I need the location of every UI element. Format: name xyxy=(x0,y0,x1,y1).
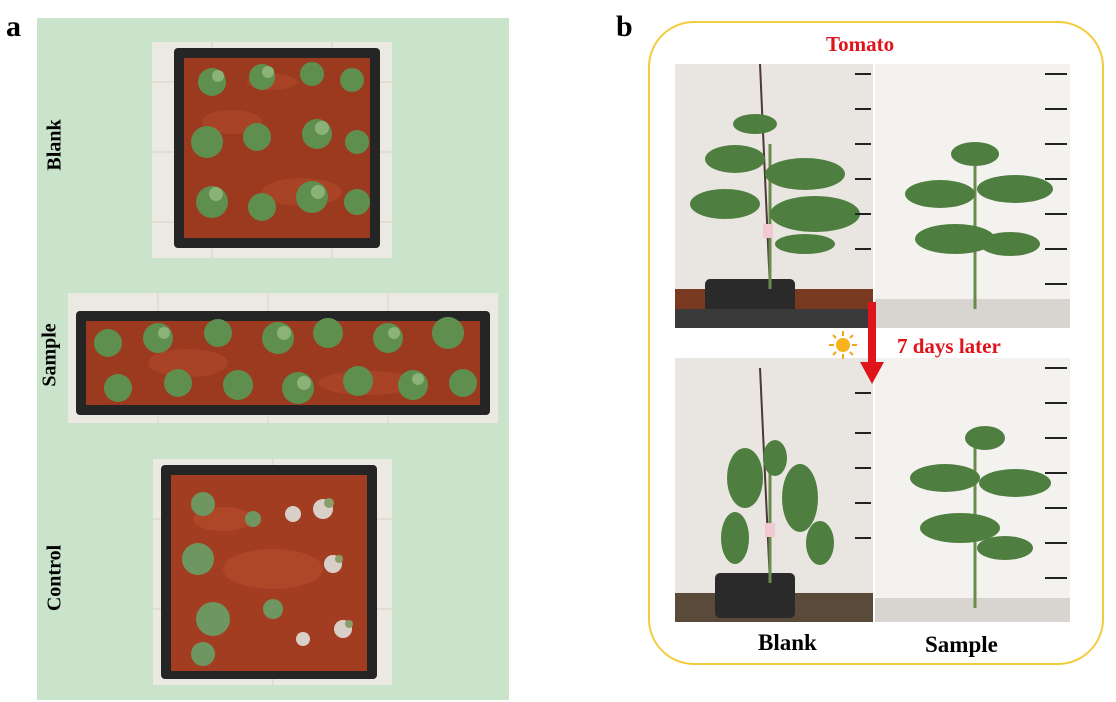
photo-sample-before xyxy=(875,64,1070,328)
sun-icon xyxy=(829,331,857,359)
time-note: 7 days later xyxy=(897,334,1001,358)
panel-b-title: Tomato xyxy=(826,32,895,56)
label-blank: Blank xyxy=(43,119,66,171)
photo-control-tray xyxy=(153,459,392,685)
panel-letter-b: b xyxy=(616,10,633,43)
label-sample-b: Sample xyxy=(925,632,998,657)
photo-blank-before xyxy=(675,64,873,328)
photo-blank-tray xyxy=(152,42,392,258)
label-blank-b: Blank xyxy=(758,630,817,655)
photo-sample-tray xyxy=(68,293,498,423)
panel-letter-a: a xyxy=(6,10,21,43)
arrow-down-icon xyxy=(860,302,884,384)
label-sample: Sample xyxy=(38,323,61,387)
photo-sample-after xyxy=(875,358,1070,622)
label-control: Control xyxy=(43,544,66,612)
photo-blank-after xyxy=(675,358,873,622)
